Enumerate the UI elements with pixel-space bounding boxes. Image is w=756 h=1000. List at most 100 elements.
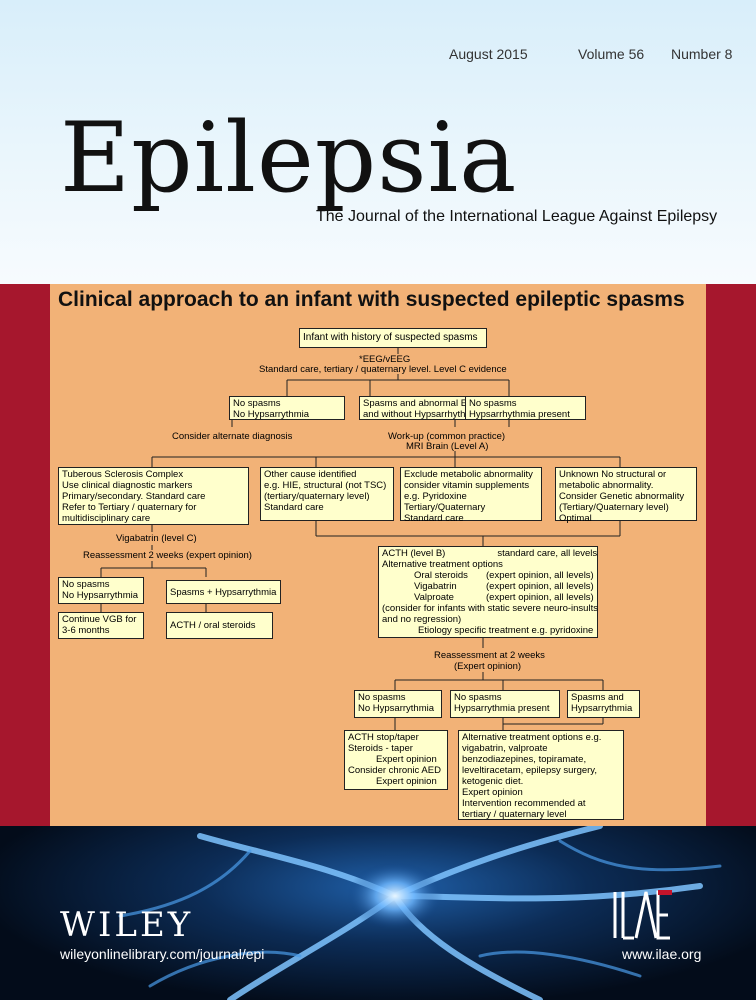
- no-spasms-hyps-box: No spasms Hypsarrhythmia present: [465, 396, 586, 420]
- box-line: e.g. HIE, structural (not TSC): [264, 480, 387, 491]
- box-line: Exclude metabolic abnormality: [404, 469, 533, 480]
- no-spasms-box-1: No spasms No Hypsarrythmia: [229, 396, 345, 420]
- box-line: Spasms and abnormal EEG, with: [363, 398, 503, 409]
- acth-level-b: ACTH (level B): [382, 548, 446, 559]
- issue-date: August 2015: [449, 46, 528, 62]
- box-line: Unknown No structural or: [559, 469, 667, 480]
- box-line: tertiary / quaternary level: [462, 809, 567, 820]
- no-spasms-box-3: No spasms No Hypsarrythmia: [354, 690, 442, 718]
- box-line: Valproate (expert opinion, all levels): [382, 592, 594, 603]
- other-cause-box: Other cause identified e.g. HIE, structu…: [260, 467, 394, 521]
- box-line: (tertiary/quaternary level): [264, 491, 370, 502]
- cover-header: [0, 0, 756, 284]
- ilae-logo: [613, 890, 672, 940]
- box-line: No Hypsarrythmia: [358, 703, 435, 714]
- ilae-url[interactable]: www.ilae.org: [622, 946, 702, 962]
- box-line: No spasms: [454, 692, 502, 703]
- box-line: Vigabatrin(expert opinion, all levels): [382, 581, 594, 592]
- reassessment-label-1: Reassessment 2 weeks (expert opinion): [83, 550, 252, 561]
- mri-label: MRI Brain (Level A): [406, 441, 489, 452]
- box-line: (Tertiary/Quaternary level): [559, 502, 669, 513]
- box-line: and without Hypsarrhythmia: [363, 409, 481, 420]
- box-line: vigabatrin, valproate: [462, 743, 548, 754]
- box-line: No Hypsarrythmia: [233, 409, 310, 420]
- box-line: Consider Genetic abnormality: [559, 491, 685, 502]
- journal-title: Epilepsia: [60, 102, 518, 214]
- box-line: 3-6 months: [62, 625, 110, 636]
- acth-treatment-box: ACTH (level B)standard care, all levels …: [378, 546, 598, 638]
- box-line: Expert opinion: [376, 754, 437, 765]
- neuron-image: [0, 826, 756, 1000]
- box-line: metabolic abnormality.: [559, 480, 654, 491]
- box-line: No spasms: [62, 579, 110, 590]
- box-line: Alternative treatment options: [382, 559, 503, 570]
- flowchart-title: Clinical approach to an infant with susp…: [58, 288, 685, 311]
- box-line: Tertiary/Quaternary: [404, 502, 486, 513]
- box-line: Intervention recommended at: [462, 798, 586, 809]
- acth-oral-steroids-box: ACTH / oral steroids: [166, 612, 273, 639]
- consider-alternate-label: Consider alternate diagnosis: [172, 431, 293, 442]
- box-line: Hypsarrythmia: [571, 703, 633, 714]
- box-line: No spasms: [358, 692, 406, 703]
- vigabatrin-label: Vigabatrin (level C): [116, 533, 197, 544]
- no-spasms-hyps-box-2: No spasms Hypsarrythmia present: [450, 690, 560, 718]
- box-line: Other cause identified: [264, 469, 357, 480]
- box-line: Consider chronic AED: [348, 765, 441, 776]
- box-line: and no regression): [382, 614, 462, 625]
- box-line: e.g. Pyridoxine: [404, 491, 467, 502]
- box-line: leveltiracetam, epilepsy surgery,: [462, 765, 597, 776]
- box-line: ACTH stop/taper: [348, 732, 419, 743]
- expert-opinion-label: (Expert opinion): [454, 661, 522, 672]
- box-line: consider vitamin supplements: [404, 480, 530, 491]
- acth-standard-care: standard care, all levels: [497, 548, 598, 559]
- issue-number: Number 8: [671, 46, 733, 62]
- eeg-care-label: Standard care, tertiary / quaternary lev…: [259, 364, 507, 375]
- box-line: Standard care: [264, 502, 324, 513]
- box-line: No spasms: [233, 398, 281, 409]
- wiley-logo: WILEY: [60, 905, 194, 945]
- box-line: ACTH (level B) standard care, all levels: [382, 548, 598, 559]
- neuron-illustration: [118, 826, 722, 1000]
- box-line: (consider for infants with static severe…: [382, 603, 598, 614]
- box-line: Optimal: [559, 513, 592, 524]
- box-line: Continue VGB for: [62, 614, 137, 625]
- box-line: ketogenic diet.: [462, 776, 524, 787]
- acth-stop-box: ACTH stop/taper Steroids - taper Expert …: [344, 730, 448, 790]
- box-line: Oral steroids (expert opinion, all levels…: [382, 570, 594, 581]
- eeg-label: *EEG/vEEG: [359, 354, 411, 365]
- box-line: No Hypsarrythmia: [62, 590, 139, 601]
- wiley-url[interactable]: wileyonlinelibrary.com/journal/epi: [60, 946, 265, 962]
- issue-volume: Volume 56: [578, 46, 645, 62]
- box-line: Expert opinion: [376, 776, 437, 787]
- box-line: Refer to Tertiary / quaternary for: [62, 502, 197, 513]
- workup-label: Work-up (common practice): [388, 431, 506, 442]
- tsc-box: Tuberous Sclerosis Complex Use clinical …: [58, 467, 249, 525]
- box-line: Use clinical diagnostic markers: [62, 480, 193, 491]
- box-line: Tuberous Sclerosis Complex: [62, 469, 184, 480]
- treatment-evidence: (expert opinion, all levels): [486, 592, 594, 603]
- no-spasms-box-2: No spasms No Hypsarrythmia: [58, 577, 144, 604]
- box-line: benzodiazepines, topiramate,: [462, 754, 587, 765]
- box-line: Etiology specific treatment e.g. pyridox…: [418, 625, 594, 636]
- unknown-box: Unknown No structural or metabolic abnor…: [555, 467, 697, 524]
- continue-vgb-box: Continue VGB for 3-6 months: [58, 612, 144, 639]
- spasms-and-box: Spasms and Hypsarrythmia: [567, 690, 640, 718]
- treatment-evidence: (expert opinion, all levels): [486, 570, 594, 581]
- alternative-options-box: Alternative treatment options e.g. vigab…: [458, 730, 624, 820]
- box-line: No spasms: [469, 398, 517, 409]
- box-line: Spasms and: [571, 692, 624, 703]
- box-line: Steroids - taper: [348, 743, 413, 754]
- box-line: Alternative treatment options e.g.: [462, 732, 602, 743]
- start-box: Infant with history of suspected spasms: [299, 328, 487, 348]
- treatment-name: Valproate: [414, 592, 454, 603]
- box-line: Hypsarrythmia present: [454, 703, 550, 714]
- reassessment-label-2: Reassessment at 2 weeks: [434, 650, 545, 661]
- spasms-hyps-box: Spasms + Hypsarrythmia: [166, 580, 281, 604]
- journal-subtitle: The Journal of the International League …: [316, 208, 718, 225]
- metabolic-box: Exclude metabolic abnormality consider v…: [400, 467, 542, 524]
- box-line: Expert opinion: [462, 787, 523, 798]
- treatment-evidence: (expert opinion, all levels): [486, 581, 594, 592]
- box-line: multidisciplinary care: [62, 513, 151, 524]
- treatment-name: Oral steroids: [414, 570, 468, 581]
